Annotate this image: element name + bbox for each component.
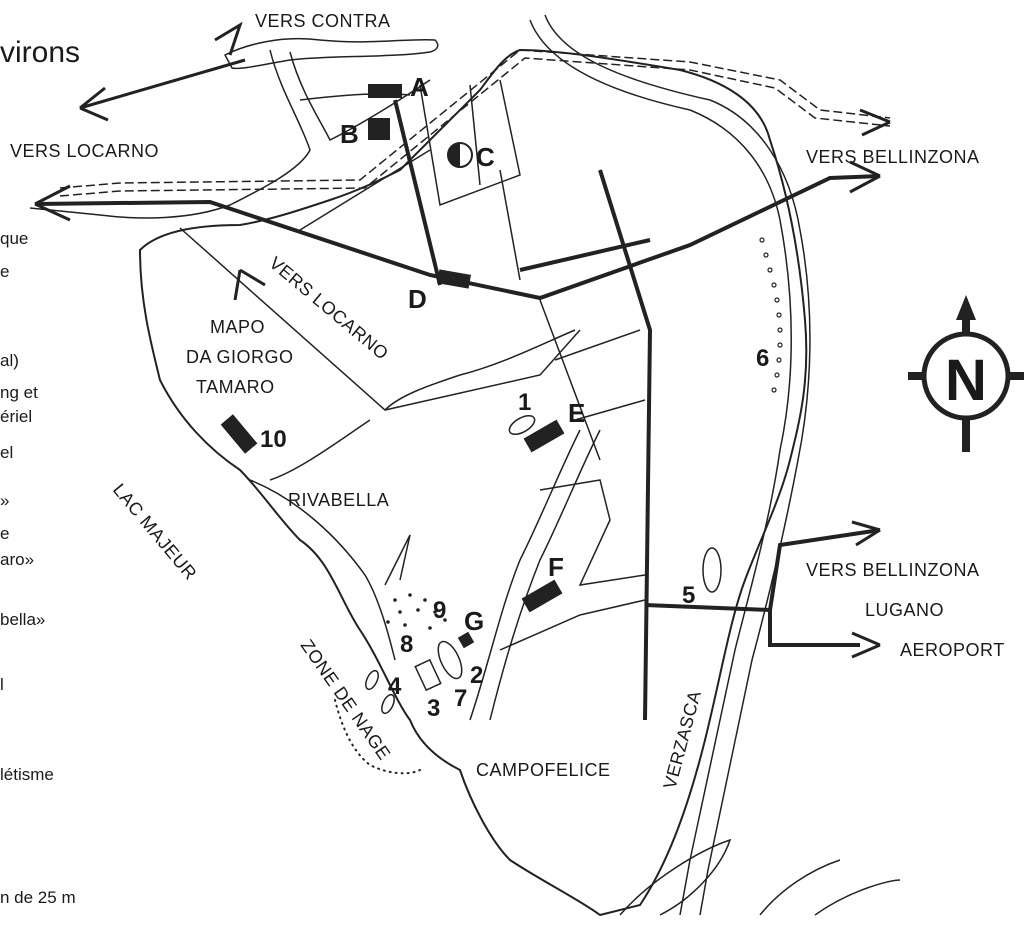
legend-fragment: ériel [0,407,32,426]
building-10 [220,414,258,454]
trail-dots [759,237,783,393]
marker-a: A [410,72,429,102]
marker-9: 9 [433,597,446,624]
road-arrows [34,21,891,659]
shoreline-north [289,51,431,142]
building-e [523,419,565,453]
building-d [437,269,471,289]
legend-fragment: bella» [0,610,45,629]
label-zone-de-nage: ZONE DE NAGE [297,636,395,764]
legend-fragment: el [0,443,13,462]
harbour-jetty [223,37,439,70]
building-blocks [220,84,565,649]
marker-1: 1 [518,389,531,416]
building-a [368,84,402,98]
facility-shapes [365,414,722,715]
marker-3: 3 [427,695,440,722]
label-vers-contra: VERS CONTRA [255,11,391,31]
south-shoreline [619,838,901,916]
main-road [598,169,653,721]
marker-c: C [476,142,495,172]
legend-fragment: létisme [0,765,54,784]
marker-10: 10 [260,426,287,453]
marker-e: E [568,398,585,428]
railway-line [59,49,891,189]
buoy-4 [365,669,379,691]
label-vers-bellinzona: VERS BELLINZONA [806,147,980,167]
label-tamaro: TAMARO [196,377,275,397]
building-b [368,118,390,140]
legend-fragment: l [0,675,4,694]
marker-c-symbol [447,142,473,168]
legend-fragment: al) [0,351,19,370]
marker-b: B [340,119,359,149]
verzasca-river-bank [529,19,792,916]
building-3 [414,658,442,692]
main-road [34,174,881,301]
main-road [644,603,860,647]
label-aeroport: AEROPORT [900,640,1005,660]
legend-fragment: ng et [0,383,38,402]
main-road [768,528,881,611]
verzasca-river-bank [544,14,811,916]
legend-fragment: » [0,491,9,510]
label-lac-majeur: LAC MAJEUR [109,480,201,584]
map-title: virons [0,36,80,69]
marker-8: 8 [400,631,413,658]
compass-letter: N [945,348,987,413]
marker-5: 5 [682,582,695,609]
label-mapo: MAPO [210,317,265,337]
marker-6: 6 [756,345,769,372]
marker-d: D [408,284,427,314]
building-f [521,579,563,613]
swim-zone-boundary [334,699,421,775]
rivabella-spit [384,534,411,586]
marker-2: 2 [470,662,483,689]
legend-fragments: que e al) ng et ériel el » e aro» bella»… [0,229,76,907]
legend-fragment: e [0,524,9,543]
peninsula-shoreline [138,48,808,917]
legend-fragment: e [0,262,9,281]
north-compass: N [908,295,1024,452]
legend-fragment: n de 25 m [0,888,76,907]
label-rivabella: RIVABELLA [288,490,389,510]
pool-2 [437,640,463,680]
label-campofelice: CAMPOFELICE [476,760,611,780]
marker-7: 7 [454,685,467,712]
buoy-4 [381,693,395,715]
building-g [457,631,475,649]
pool-1 [508,414,536,436]
shoreline-north [29,49,311,219]
label-verzasca: VERZASCA [660,688,705,791]
label-lugano: LUGANO [865,600,944,620]
legend-fragment: que [0,229,28,248]
label-da-giorgo: DA GIORGO [186,347,294,367]
main-road [519,238,651,272]
marker-g: G [464,606,484,636]
label-vers-locarno: VERS LOCARNO [10,141,159,161]
internal-paths [179,79,646,721]
rivabella-boundary [249,479,396,661]
marker-4: 4 [388,673,402,700]
dotted-area [386,593,447,630]
main-road [393,99,442,286]
marker-f: F [548,552,564,582]
pool-5 [702,547,722,593]
legend-fragment: aro» [0,550,34,569]
label-vers-bellinzona-south: VERS BELLINZONA [806,560,980,580]
